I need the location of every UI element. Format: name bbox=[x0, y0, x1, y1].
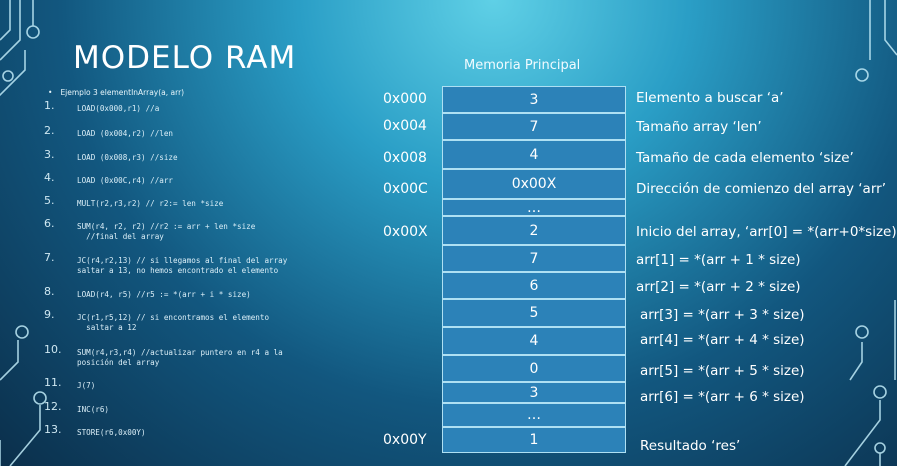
code-line-text: JC(r4,r2,13) // si llegamos al final del… bbox=[77, 256, 288, 275]
code-line-text: LOAD (0x004,r2) //len bbox=[77, 129, 174, 138]
code-line-number: 5. bbox=[44, 194, 55, 207]
memory-description: Elemento a buscar ‘a’ bbox=[636, 90, 784, 106]
memory-cell: 3 bbox=[442, 382, 626, 403]
memory-cell: … bbox=[442, 403, 626, 427]
code-line-number: 10. bbox=[44, 343, 62, 356]
memory-description: arr[1] = *(arr + 1 * size) bbox=[636, 252, 801, 268]
example-heading: Ejemplo 3 elementInArray(a, arr) bbox=[48, 88, 184, 97]
code-line-text: SUM(r4,r3,r4) //actualizar puntero en r4… bbox=[77, 348, 283, 367]
memory-cell: 7 bbox=[442, 113, 626, 140]
memory-cell: 4 bbox=[442, 327, 626, 355]
memory-description: Tamaño array ‘len’ bbox=[636, 119, 762, 135]
memory-cell: 6 bbox=[442, 272, 626, 299]
code-line-text: LOAD (0x008,r3) //size bbox=[77, 153, 178, 162]
memory-cell: 5 bbox=[442, 299, 626, 327]
code-line-number: 7. bbox=[44, 251, 55, 264]
code-line-text: LOAD(r4, r5) //r5 := *(arr + i * size) bbox=[77, 290, 251, 299]
memory-cell: 0x00X bbox=[442, 169, 626, 199]
code-line-number: 9. bbox=[44, 308, 55, 321]
code-line-text: MULT(r2,r3,r2) // r2:= len *size bbox=[77, 199, 224, 208]
code-line-text: SUM(r4, r2, r2) //r2 := arr + len *size … bbox=[77, 222, 256, 241]
memory-address: 0x00X bbox=[383, 224, 428, 240]
code-line-number: 2. bbox=[44, 124, 55, 137]
memory-description: arr[5] = *(arr + 5 * size) bbox=[640, 363, 805, 379]
memory-description: Tamaño de cada elemento ‘size’ bbox=[636, 150, 854, 166]
memory-cell: 7 bbox=[442, 245, 626, 272]
memory-address: 0x00Y bbox=[383, 432, 427, 448]
memory-cell: 2 bbox=[442, 216, 626, 245]
memory-cell: 0 bbox=[442, 355, 626, 382]
memory-description: arr[4] = *(arr + 4 * size) bbox=[640, 332, 805, 348]
code-line-number: 4. bbox=[44, 171, 55, 184]
memory-cell: 1 bbox=[442, 427, 626, 453]
memory-cell: … bbox=[442, 199, 626, 216]
memory-address: 0x00C bbox=[383, 181, 428, 197]
memory-cell: 3 bbox=[442, 86, 626, 113]
memory-description: arr[2] = *(arr + 2 * size) bbox=[636, 279, 801, 295]
memory-address: 0x008 bbox=[383, 150, 427, 166]
code-line-number: 6. bbox=[44, 217, 55, 230]
code-line-number: 3. bbox=[44, 148, 55, 161]
memory-title: Memoria Principal bbox=[464, 58, 581, 73]
code-line-number: 11. bbox=[44, 376, 62, 389]
memory-address: 0x004 bbox=[383, 118, 427, 134]
code-line-number: 1. bbox=[44, 99, 55, 112]
memory-description: arr[3] = *(arr + 3 * size) bbox=[640, 307, 805, 323]
code-line-text: LOAD(0x000,r1) //a bbox=[77, 104, 160, 113]
memory-address: 0x000 bbox=[383, 91, 427, 107]
page-title: MODELO RAM bbox=[73, 40, 297, 76]
memory-cell: 4 bbox=[442, 140, 626, 169]
code-line-number: 13. bbox=[44, 423, 62, 436]
code-line-text: JC(r1,r5,12) // si encontramos el elemen… bbox=[77, 313, 270, 332]
code-line-number: 12. bbox=[44, 400, 62, 413]
code-line-text: J(7) bbox=[77, 381, 96, 390]
memory-description: Inicio del array, ‘arr[0] = *(arr+0*size… bbox=[636, 224, 897, 240]
memory-description: Dirección de comienzo del array ‘arr’ bbox=[636, 181, 886, 197]
code-line-number: 8. bbox=[44, 285, 55, 298]
code-line-text: LOAD (0x00C,r4) //arr bbox=[77, 176, 174, 185]
code-line-text: INC(r6) bbox=[77, 405, 110, 414]
memory-description: Resultado ‘res’ bbox=[640, 438, 741, 454]
memory-description: arr[6] = *(arr + 6 * size) bbox=[640, 389, 805, 405]
code-line-text: STORE(r6,0x00Y) bbox=[77, 428, 146, 437]
